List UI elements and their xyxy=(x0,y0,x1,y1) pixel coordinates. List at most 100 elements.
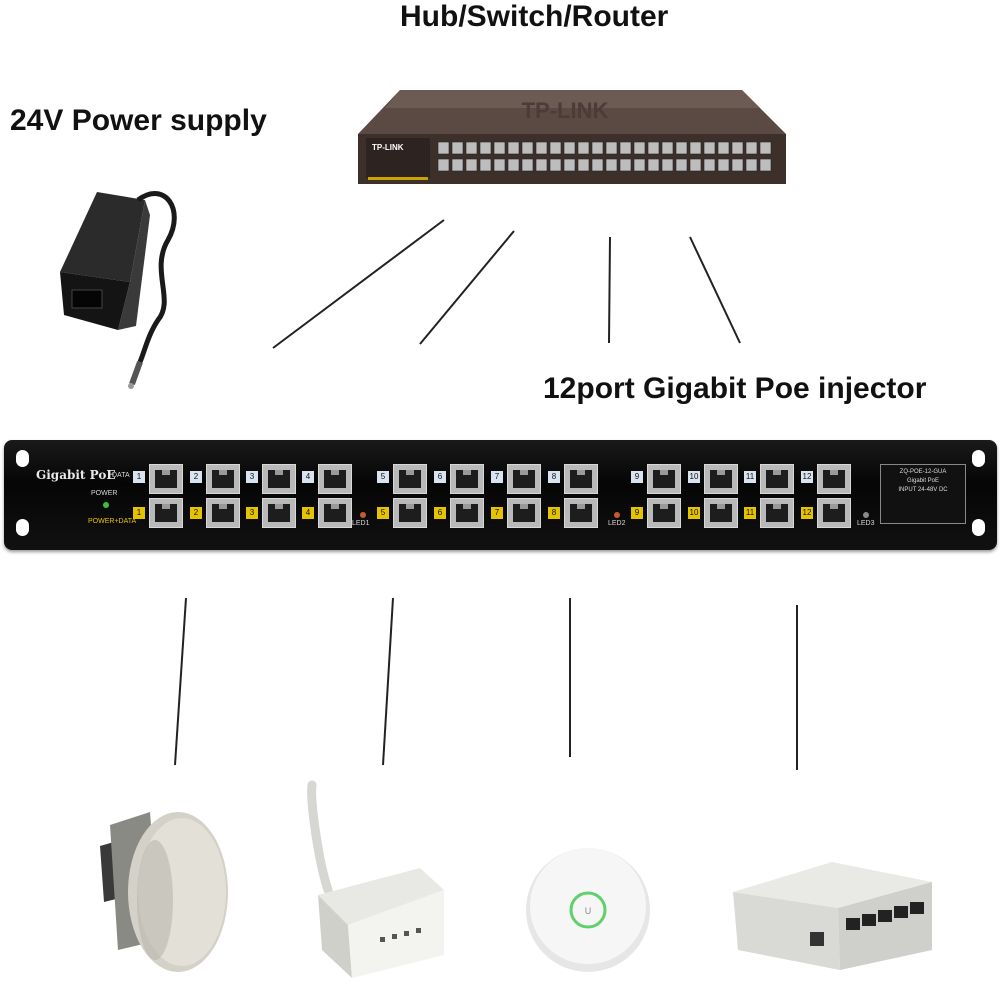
port-7-data-number: 7 xyxy=(491,471,503,483)
port-10-data-jack[interactable] xyxy=(704,464,738,494)
port-4-power-data-jack[interactable] xyxy=(318,498,352,528)
port-1-power-data-jack[interactable] xyxy=(149,498,183,528)
port-8-data-jack[interactable] xyxy=(564,464,598,494)
ethernet-switch-icon xyxy=(733,862,932,970)
switch-port xyxy=(619,158,632,172)
switch-port xyxy=(717,141,730,155)
port-6-power-number: 6 xyxy=(434,507,446,519)
ap-logo-glyph: U xyxy=(585,906,592,916)
spec-line-2: Gigabit PoE xyxy=(906,478,940,484)
port-9-power-data-jack[interactable] xyxy=(647,498,681,528)
led3-label: LED3 xyxy=(857,520,875,527)
switch-port xyxy=(759,158,772,172)
switch-port xyxy=(437,158,450,172)
port-6-data-jack[interactable] xyxy=(450,464,484,494)
switch-port xyxy=(745,141,758,155)
switch-port xyxy=(577,158,590,172)
port-3-data-jack[interactable] xyxy=(262,464,296,494)
port-6-data-number: 6 xyxy=(434,471,446,483)
switch-port xyxy=(479,141,492,155)
wifi-router-icon xyxy=(307,780,444,978)
port-2-data-jack[interactable] xyxy=(206,464,240,494)
port-11-power-number: 11 xyxy=(744,507,756,519)
port-12-power-number: 12 xyxy=(801,507,813,519)
uplink-line-2 xyxy=(419,230,515,345)
port-5-power-number: 5 xyxy=(377,507,389,519)
port-10-power-data-jack[interactable] xyxy=(704,498,738,528)
switch-port xyxy=(521,158,534,172)
port-5-power-data-jack[interactable] xyxy=(393,498,427,528)
injector-brand: Gigabit PoE xyxy=(36,468,116,482)
ceiling-access-point-icon: U xyxy=(526,848,650,972)
port-9-data-number: 9 xyxy=(631,471,643,483)
port-11-power-data-jack[interactable] xyxy=(760,498,794,528)
switch-port xyxy=(465,158,478,172)
switch-port xyxy=(437,141,450,155)
switch-port xyxy=(591,158,604,172)
led3 xyxy=(863,512,869,518)
switch-port xyxy=(717,158,730,172)
switch-port xyxy=(647,141,660,155)
port-12-power-data-jack[interactable] xyxy=(817,498,851,528)
uplink-line-1 xyxy=(272,219,445,349)
port-7-data-jack[interactable] xyxy=(507,464,541,494)
port-5-data-jack[interactable] xyxy=(393,464,427,494)
port-9-power-number: 9 xyxy=(631,507,643,519)
power-led xyxy=(103,502,109,508)
downlink-lines xyxy=(174,597,798,770)
power-supply-icon xyxy=(60,191,177,389)
switch-port xyxy=(493,158,506,172)
switch-port xyxy=(577,141,590,155)
switch-port xyxy=(647,158,660,172)
network-switch-icon: TP-LINK TP-LINK xyxy=(358,90,786,184)
switch-port xyxy=(521,141,534,155)
led2 xyxy=(614,512,620,518)
spec-model: ZQ-POE-12-GUA xyxy=(899,469,947,475)
switch-port xyxy=(605,141,618,155)
switch-port xyxy=(479,158,492,172)
port-6-power-data-jack[interactable] xyxy=(450,498,484,528)
port-2-power-data-jack[interactable] xyxy=(206,498,240,528)
port-1-power-number: 1 xyxy=(133,507,145,519)
switch-port xyxy=(549,141,562,155)
port-9-data-jack[interactable] xyxy=(647,464,681,494)
switch-port xyxy=(675,141,688,155)
port-11-data-number: 11 xyxy=(744,471,756,483)
port-3-data-number: 3 xyxy=(246,471,258,483)
port-7-power-number: 7 xyxy=(491,507,503,519)
downlink-line-1 xyxy=(174,597,187,766)
port-7-power-data-jack[interactable] xyxy=(507,498,541,528)
port-4-data-number: 4 xyxy=(302,471,314,483)
led1-label: LED1 xyxy=(352,520,370,527)
uplink-lines xyxy=(272,219,741,349)
led1 xyxy=(360,512,366,518)
switch-top-logo: TP-LINK xyxy=(522,98,609,123)
switch-port xyxy=(661,158,674,172)
switch-port xyxy=(759,141,772,155)
port-8-power-data-jack[interactable] xyxy=(564,498,598,528)
spec-sticker: ZQ-POE-12-GUA Gigabit PoE INPUT 24-48V D… xyxy=(880,464,966,524)
port-8-data-number: 8 xyxy=(548,471,560,483)
power-supply-label: 24V Power supply xyxy=(10,104,267,137)
switch-port xyxy=(745,158,758,172)
switch-port xyxy=(535,141,548,155)
port-3-power-data-jack[interactable] xyxy=(262,498,296,528)
port-12-data-jack[interactable] xyxy=(817,464,851,494)
rack-hole-top-left xyxy=(16,450,29,467)
switch-port xyxy=(451,158,464,172)
port-4-data-jack[interactable] xyxy=(318,464,352,494)
switch-port xyxy=(493,141,506,155)
switch-port xyxy=(633,141,646,155)
switch-port xyxy=(535,158,548,172)
rack-hole-bottom-left xyxy=(16,519,29,536)
switch-port xyxy=(465,141,478,155)
switch-front-brand: TP-LINK xyxy=(372,143,404,152)
data-row-label: DATA xyxy=(112,472,130,479)
port-12-data-number: 12 xyxy=(801,471,813,483)
switch-port xyxy=(661,141,674,155)
port-1-data-number: 1 xyxy=(133,471,145,483)
port-1-data-jack[interactable] xyxy=(149,464,183,494)
port-2-power-number: 2 xyxy=(190,507,202,519)
port-11-data-jack[interactable] xyxy=(760,464,794,494)
